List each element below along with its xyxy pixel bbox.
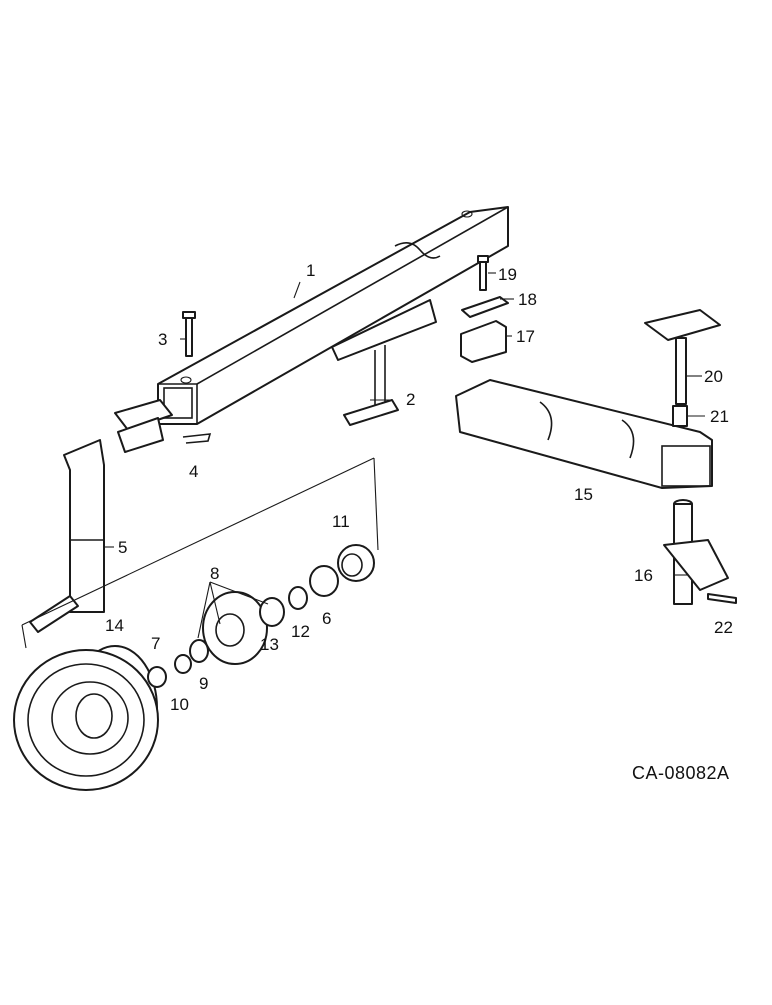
callout-22: 22 [714,618,733,637]
main-tube-part [157,206,509,425]
caster-bracket-part [663,499,729,605]
callout-3: 3 [158,330,167,349]
bushing-part [672,405,688,427]
bearing-cup-part [259,597,285,627]
callout-2: 2 [406,390,415,409]
callout-10: 10 [170,695,189,714]
callout-8: 8 [210,564,219,583]
wheel-rim-part [13,645,159,791]
callout-19: 19 [498,265,517,284]
leader-lines [104,272,705,639]
drawing-code: CA-08082A [632,763,730,783]
inner-cup-part [189,639,209,663]
callout-17: 17 [516,327,535,346]
outer-cup-part [147,666,167,688]
callout-11: 11 [332,512,350,531]
stand-plate-part [644,309,721,405]
hub-part [202,591,268,665]
callout-9: 9 [199,674,208,693]
callout-labels: 1 2 3 4 5 6 7 8 9 10 11 12 13 14 15 16 1… [105,261,733,714]
callout-1: 1 [306,261,315,280]
callout-18: 18 [518,290,537,309]
callout-7: 7 [151,634,160,653]
callout-14: 14 [105,616,124,635]
seal-part [309,565,339,597]
elbow-spindle-part [29,399,173,633]
dust-cap-part [337,544,375,582]
callout-6: 6 [322,609,331,628]
bearing-cone-part [288,586,308,610]
callout-5: 5 [118,538,127,557]
rear-tube-part [455,379,713,489]
callout-12: 12 [291,622,310,641]
clip-part [182,433,212,444]
inner-cone-part [174,654,192,674]
pin-part [182,311,196,357]
clamp-block-part [460,320,507,363]
callout-13: 13 [260,635,279,654]
callout-16: 16 [634,566,653,585]
callout-21: 21 [710,407,729,426]
lock-pin-part [707,593,737,604]
plate-part [461,296,509,318]
callout-20: 20 [704,367,723,386]
callout-4: 4 [189,462,198,481]
bolt-part [477,255,489,291]
callout-15: 15 [574,485,593,504]
axis-guide-lines [21,457,379,649]
